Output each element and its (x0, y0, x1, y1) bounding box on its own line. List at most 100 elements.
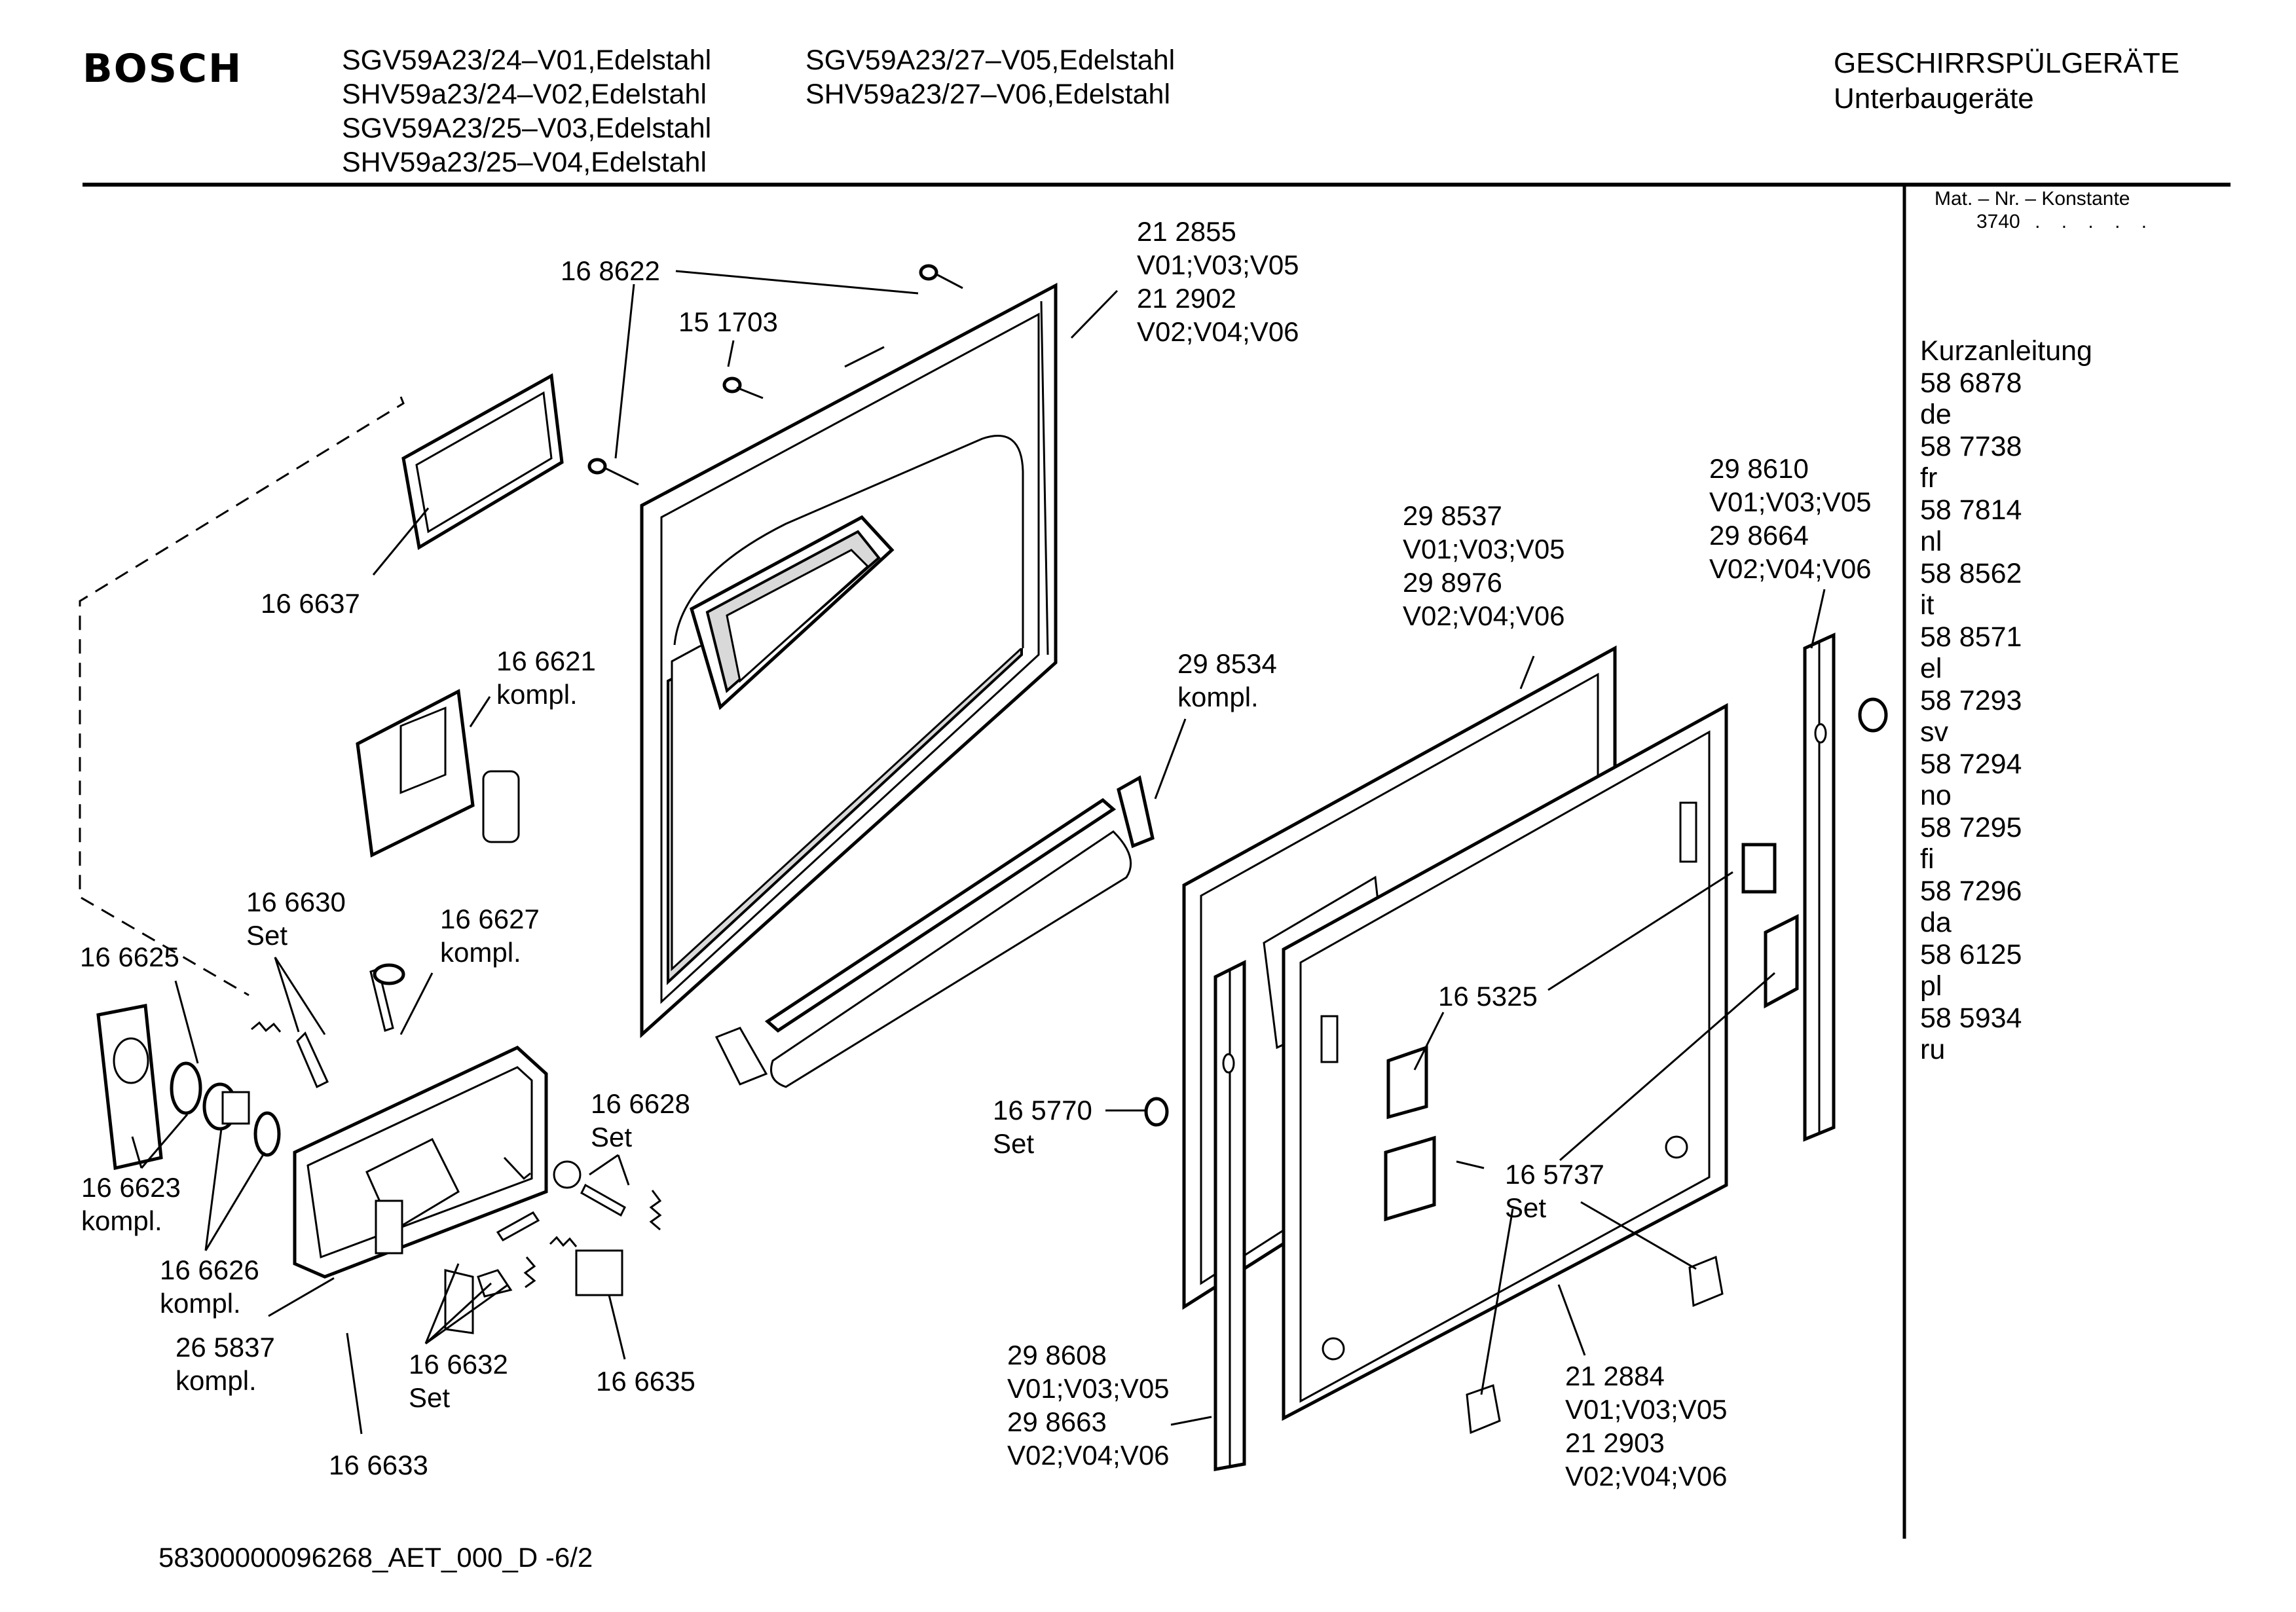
part-label-166633: 16 6633 (329, 1450, 428, 1480)
spring-set (251, 963, 405, 1089)
variant-list: V02;V04;V06 (1403, 600, 1565, 631)
quick-guide-list: Kurzanleitung 58 6878 de 58 7738 fr 58 7… (1920, 335, 2092, 1066)
part-number: 21 2884 (1565, 1361, 1665, 1391)
part-suffix: Set (409, 1382, 451, 1413)
model-entry: SGV59A23/27–V05,Edelstahl (805, 45, 1176, 76)
mat-number-value: 3740 . . . . . (1976, 211, 2155, 233)
guide-lang: pl (1920, 970, 1942, 1002)
part-label-298610: 29 8610 V01;V03;V05 29 8664 V02;V04;V06 (1709, 452, 1872, 585)
seal-frame (401, 373, 564, 551)
part-label-166625: 16 6625 (80, 942, 179, 972)
part-number: 16 6627 (440, 904, 540, 934)
part-label-212884: 21 2884 V01;V03;V05 21 2903 V02;V04;V06 (1565, 1359, 1728, 1493)
part-number: 29 8608 (1007, 1340, 1107, 1370)
guide-lang: it (1920, 589, 1935, 621)
part-label-166626: 16 6626 kompl. (160, 1253, 259, 1320)
category-line-1: GESCHIRRSPÜLGERÄTE (1834, 47, 2180, 79)
guide-number: 58 5934 (1920, 1002, 2022, 1034)
mat-value: 3740 (1976, 211, 2020, 232)
part-label-265837: 26 5837 kompl. (176, 1330, 275, 1397)
part-number: 29 8663 (1007, 1406, 1107, 1437)
variant-list: V01;V03;V05 (1403, 534, 1565, 564)
guide-number: 58 7294 (1920, 748, 2022, 780)
mat-number-label: Mat. – Nr. – Konstante (1935, 188, 2130, 210)
model-entry: SHV59a23/27–V06,Edelstahl (805, 79, 1171, 110)
brand-logo: BOSCH (83, 46, 243, 92)
variant-list: V02;V04;V06 (1565, 1461, 1728, 1492)
part-label-166627: 16 6627 kompl. (440, 902, 540, 969)
side-strip-left (1213, 959, 1246, 1471)
part-number: 16 6628 (591, 1088, 690, 1119)
part-label-298534: 29 8534 kompl. (1177, 647, 1277, 714)
door-strip (714, 797, 1132, 1088)
model-list-col2: SGV59A23/27–V05,Edelstahl SHV59a23/27–V0… (805, 43, 1175, 111)
screw-top (919, 264, 963, 289)
quick-guide-title: Kurzanleitung (1920, 335, 2092, 367)
guide-lang: no (1920, 780, 1952, 811)
part-label-166628: 16 6628 Set (591, 1087, 690, 1154)
variant-list: V01;V03;V05 (1007, 1373, 1170, 1404)
part-label-166630: 16 6630 Set (246, 885, 346, 952)
part-suffix: Set (993, 1128, 1035, 1159)
guide-lang: el (1920, 653, 1942, 684)
part-suffix: Set (1505, 1192, 1547, 1223)
part-number: 16 5737 (1505, 1159, 1604, 1190)
guide-lang: ru (1920, 1034, 1946, 1065)
part-label-166637: 16 6637 (261, 588, 360, 619)
part-number: 21 2855 (1137, 216, 1236, 247)
part-suffix: kompl. (160, 1288, 241, 1319)
category-title: GESCHIRRSPÜLGERÄTE Unterbaugeräte (1834, 46, 2179, 117)
part-label-165770: 16 5770 Set (993, 1093, 1092, 1160)
guide-number: 58 7814 (1920, 494, 2022, 526)
guide-lang: fi (1920, 843, 1935, 875)
leader-lines (131, 270, 1826, 1435)
part-number: 29 8664 (1709, 520, 1809, 551)
part-suffix: Set (591, 1122, 633, 1152)
variant-list: V02;V04;V06 (1007, 1440, 1170, 1471)
part-number: 21 2902 (1137, 283, 1236, 314)
part-label-166632: 16 6632 Set (409, 1347, 508, 1414)
variant-list: V01;V03;V05 (1565, 1394, 1728, 1425)
part-number: 26 5837 (176, 1332, 275, 1363)
part-label-298608: 29 8608 V01;V03;V05 29 8663 V02;V04;V06 (1007, 1338, 1170, 1472)
part-label-298537: 29 8537 V01;V03;V05 29 8976 V02;V04;V06 (1403, 499, 1565, 632)
guide-lang: sv (1920, 716, 1948, 748)
guide-number: 58 6125 (1920, 938, 2022, 970)
guide-lang: nl (1920, 526, 1942, 557)
guide-number: 58 7738 (1920, 430, 2022, 462)
part-suffix: kompl. (496, 679, 578, 710)
ring-seal (170, 1061, 202, 1115)
side-strip-right (1803, 632, 1836, 1142)
part-suffix: kompl. (1177, 682, 1259, 712)
document-code: 58300000096268_AET_000_D -6/2 (158, 1542, 593, 1573)
guide-lang: da (1920, 907, 1952, 938)
guide-lang: de (1920, 399, 1952, 430)
part-label-166621: 16 6621 kompl. (496, 644, 596, 711)
variant-list: V01;V03;V05 (1709, 486, 1872, 517)
model-entry: SGV59A23/25–V03,Edelstahl (342, 113, 712, 144)
model-entry: SGV59A23/24–V01,Edelstahl (342, 45, 712, 76)
part-suffix: kompl. (81, 1205, 162, 1236)
o-ring (253, 1111, 281, 1157)
guide-number: 58 6878 (1920, 367, 2022, 399)
part-number: 16 6632 (409, 1349, 508, 1380)
part-suffix: Set (246, 920, 288, 951)
filter-insert (356, 689, 520, 858)
cover-cap (96, 1004, 163, 1171)
part-number: 29 8610 (1709, 453, 1809, 484)
assembly-dashed-line (79, 396, 405, 997)
screw-plug-16-5770 (1144, 1097, 1169, 1127)
part-number: 16 6621 (496, 646, 596, 676)
guide-number: 58 8571 (1920, 621, 2022, 653)
guide-number: 58 7295 (1920, 811, 2022, 843)
part-number: 16 6623 (81, 1172, 181, 1203)
outer-panel-front (1282, 703, 1728, 1421)
variant-list: V01;V03;V05 (1137, 249, 1299, 280)
hinge-bracket (1117, 775, 1155, 849)
guide-number: 58 7296 (1920, 875, 2022, 907)
part-label-168622: 16 8622 (561, 255, 660, 286)
part-suffix: kompl. (176, 1365, 257, 1396)
part-label-165325: 16 5325 (1438, 981, 1538, 1012)
guide-lang: fr (1920, 462, 1938, 494)
